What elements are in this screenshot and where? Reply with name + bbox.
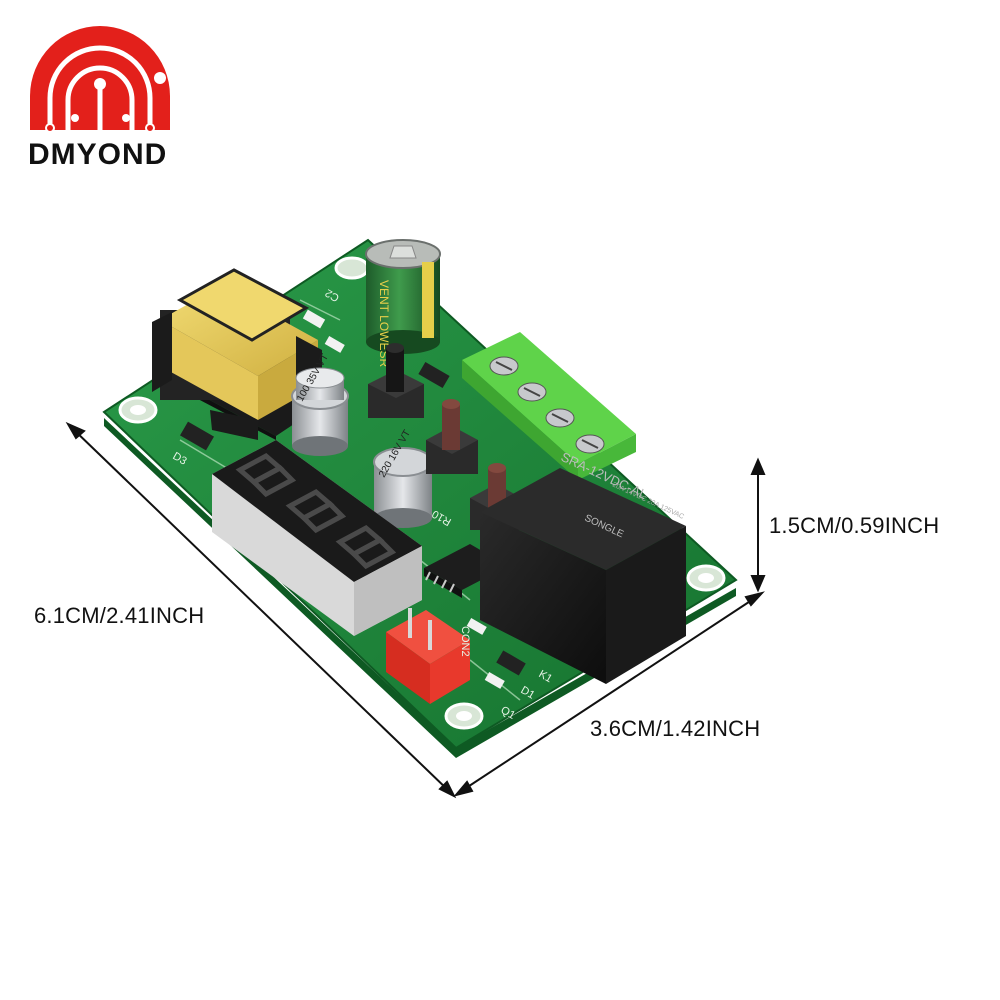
sensor-connector[interactable] [386, 608, 470, 704]
smd-components [180, 309, 526, 689]
dimension-width-label: 3.6CM/1.42INCH [590, 716, 761, 741]
brand-name: DMYOND [28, 138, 168, 171]
brand-logo [30, 26, 170, 133]
tactile-button-2[interactable] [426, 399, 478, 474]
tactile-button-1[interactable] [368, 343, 424, 418]
terminal-screw[interactable] [545, 408, 575, 428]
silk-label: CON2 [459, 626, 471, 657]
dimension-height-label: 1.5CM/0.59INCH [769, 513, 940, 538]
seven-segment-display: 888 [212, 440, 422, 636]
capacitor-small-1: 100 35V VT [291, 352, 349, 456]
terminal-screw[interactable] [489, 356, 519, 376]
dimension-length-label: 6.1CM/2.41INCH [34, 603, 205, 628]
display-digit-3 [335, 524, 397, 570]
dimension-arrows [65, 421, 766, 799]
transformer [152, 268, 324, 440]
terminal-block[interactable] [462, 332, 636, 480]
terminal-screw[interactable] [575, 434, 605, 454]
display-digit-2 [285, 488, 347, 534]
silk-label: K1 [537, 668, 555, 685]
display-digit-1 [235, 452, 297, 498]
terminal-screw[interactable] [517, 382, 547, 402]
